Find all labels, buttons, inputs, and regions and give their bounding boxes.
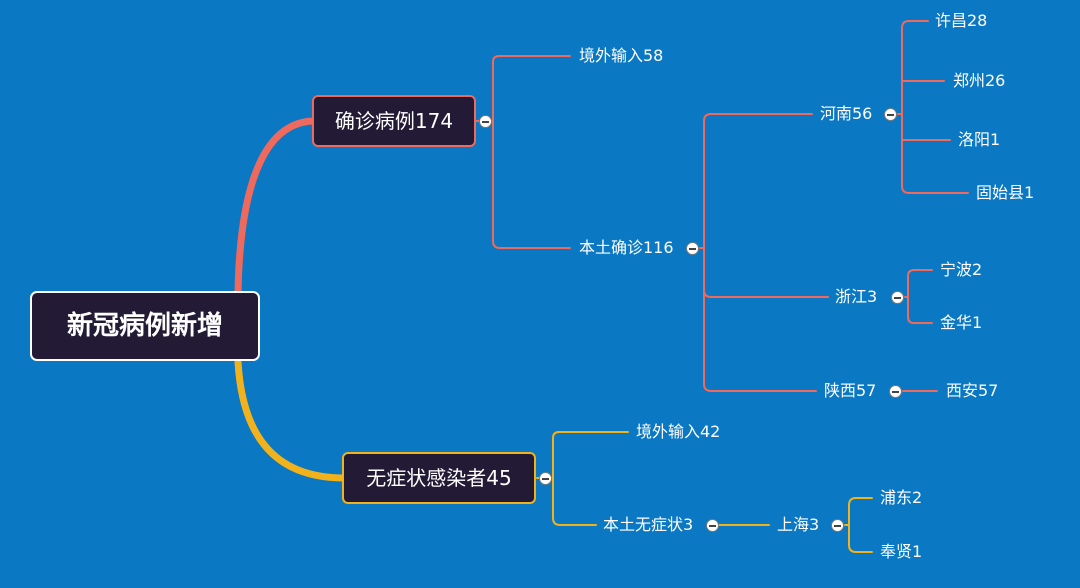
link-zhejiang-children — [904, 269, 933, 324]
asym-local-collapse-icon[interactable] — [706, 519, 719, 532]
shanghai-node[interactable]: 上海3 — [777, 515, 820, 534]
henan-node[interactable]: 河南56 — [820, 104, 873, 123]
shanghai-collapse-icon[interactable] — [831, 519, 844, 532]
gushi-node[interactable]: 固始县1 — [976, 183, 1035, 202]
jinhua-node[interactable]: 金华1 — [940, 313, 983, 332]
link-local-children — [699, 113, 829, 392]
xuchang-node[interactable]: 许昌28 — [935, 11, 988, 30]
asymptomatic-collapse-icon[interactable] — [539, 472, 552, 485]
link-shanghai-children — [844, 497, 873, 553]
pudong-node[interactable]: 浦东2 — [880, 488, 923, 507]
confirmed-cases-node[interactable]: 确诊病例174 — [312, 95, 476, 147]
root-node[interactable]: 新冠病例新增 — [30, 291, 260, 361]
branch-root-to-asymptomatic — [234, 358, 348, 482]
link-confirmed-children — [475, 55, 571, 249]
xian-node[interactable]: 西安57 — [946, 381, 999, 400]
asym-imported-node[interactable]: 境外输入42 — [636, 422, 721, 441]
henan-collapse-icon[interactable] — [884, 108, 897, 121]
confirmed-local-collapse-icon[interactable] — [686, 242, 699, 255]
confirmed-local-node[interactable]: 本土确诊116 — [579, 238, 674, 257]
link-henan-children — [897, 20, 969, 194]
confirmed-collapse-icon[interactable] — [479, 115, 492, 128]
zhejiang-node[interactable]: 浙江3 — [835, 287, 878, 306]
luoyang-node[interactable]: 洛阳1 — [958, 130, 1001, 149]
shaanxi-node[interactable]: 陕西57 — [824, 381, 877, 400]
shaanxi-collapse-icon[interactable] — [889, 385, 902, 398]
fengxian-node[interactable]: 奉贤1 — [880, 542, 923, 561]
zhejiang-collapse-icon[interactable] — [891, 291, 904, 304]
confirmed-imported-node[interactable]: 境外输入58 — [579, 46, 664, 65]
asymptomatic-node[interactable]: 无症状感染者45 — [342, 452, 536, 504]
branch-root-to-confirmed — [234, 117, 318, 296]
asym-local-node[interactable]: 本土无症状3 — [603, 515, 694, 534]
zhengzhou-node[interactable]: 郑州26 — [953, 71, 1006, 90]
ningbo-node[interactable]: 宁波2 — [940, 260, 983, 279]
